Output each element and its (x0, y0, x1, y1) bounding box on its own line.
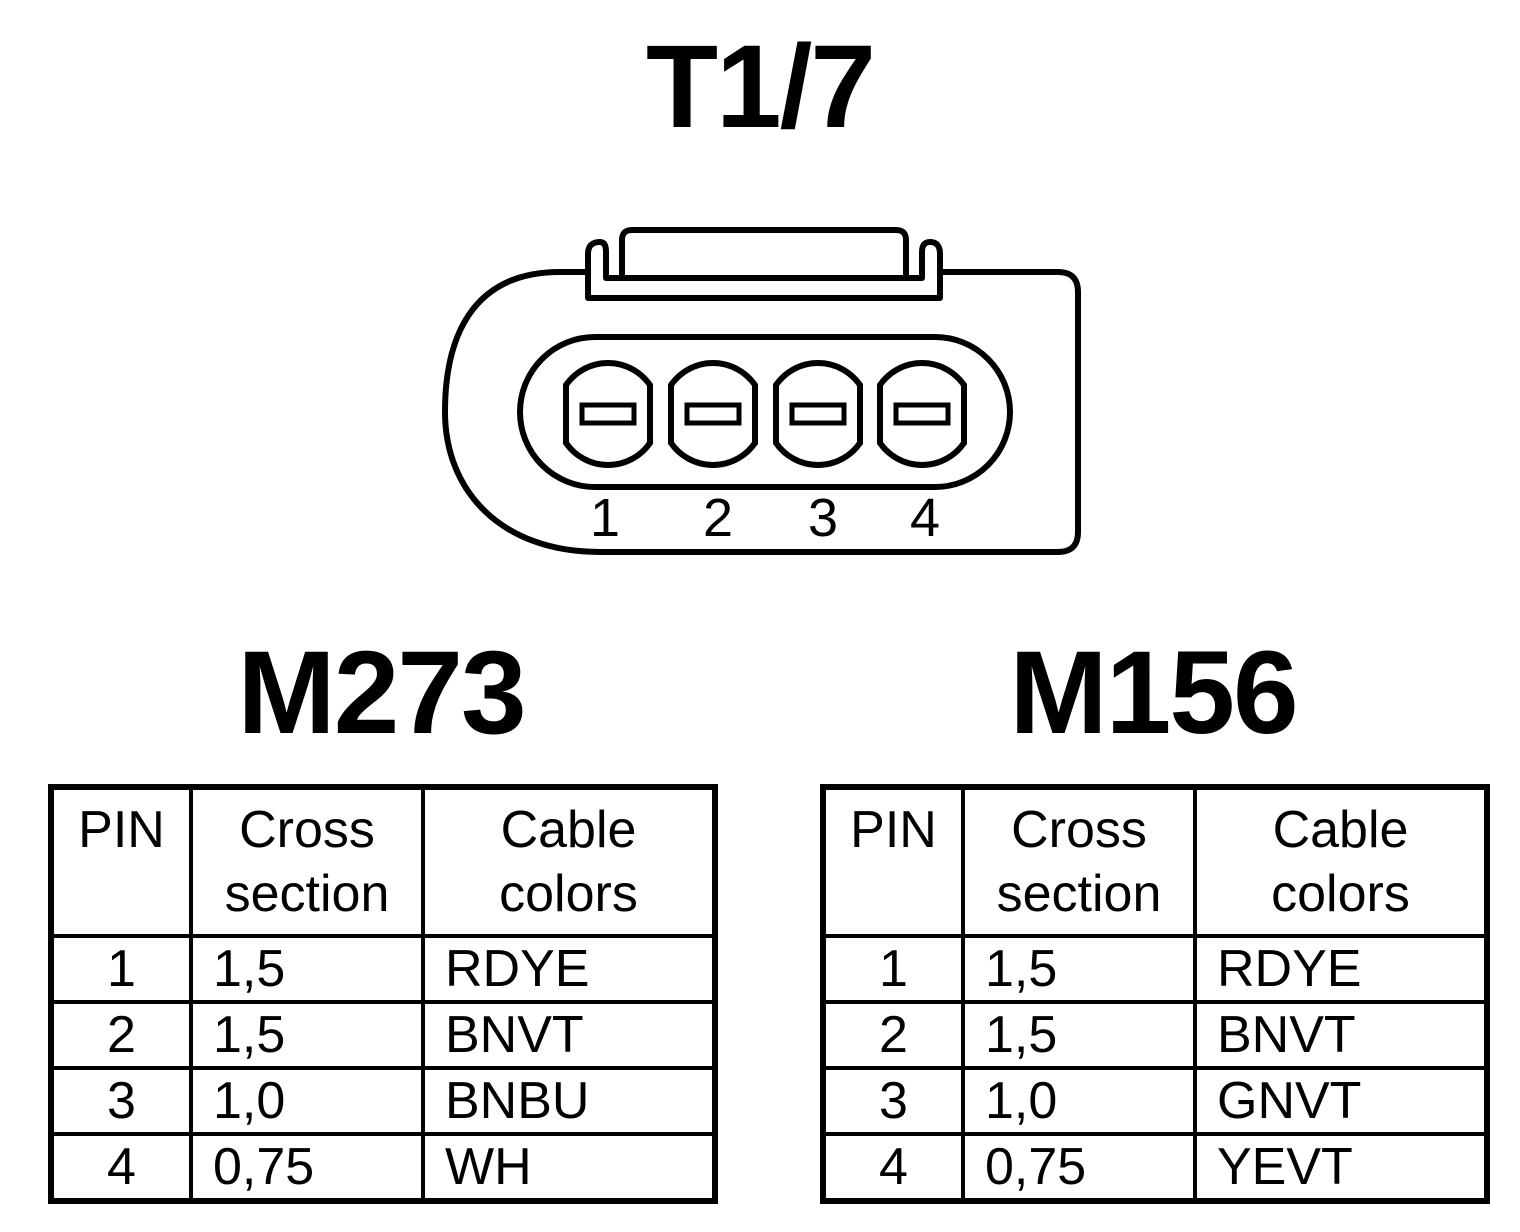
table-row: 2 1,5 BNVT (821, 1000, 1489, 1070)
m273-title: M273 (237, 627, 526, 759)
pin-blade-slot (684, 402, 742, 426)
connector-pin (563, 360, 653, 468)
cross-section-cell: 0,75 (189, 1132, 425, 1203)
table-header-row: PIN Cross section Cable colors (49, 785, 717, 938)
connector-pin (773, 360, 863, 468)
cable-color-cell: BNVT (421, 1000, 717, 1070)
table-header-row: PIN Cross section Cable colors (821, 785, 1489, 938)
cable-color-cell: RDYE (421, 934, 717, 1004)
pin-blade-slot (893, 402, 951, 426)
cable-color-cell: RDYE (1193, 934, 1489, 1004)
pin-header: PIN (821, 785, 965, 938)
pin-number-label: 2 (703, 488, 733, 548)
pin-number-label: 1 (590, 488, 620, 548)
connector-pin (668, 360, 758, 468)
connector-pin-labels: 1 2 3 4 (590, 488, 940, 548)
pin-socket (563, 360, 653, 468)
table-row: 3 1,0 BNBU (49, 1066, 717, 1136)
table-row: 1 1,5 RDYE (49, 934, 717, 1004)
cable-color-cell: GNVT (1193, 1066, 1489, 1136)
pin-header: PIN (49, 785, 193, 938)
cable-color-cell: BNBU (421, 1066, 717, 1136)
table-row: 4 0,75 YEVT (821, 1132, 1489, 1203)
cross-section-cell: 1,5 (961, 1000, 1197, 1070)
pin-cell: 3 (821, 1066, 965, 1136)
pin-socket (877, 360, 967, 468)
pin-cell: 1 (49, 934, 193, 1004)
cable-color-cell: WH (421, 1132, 717, 1203)
cross-section-cell: 1,5 (189, 934, 425, 1004)
m156-pin-table: PIN Cross section Cable colors 1 1,5 RDY… (820, 784, 1490, 1204)
cross-section-header: Cross section (961, 785, 1197, 938)
table-row: 3 1,0 GNVT (821, 1066, 1489, 1136)
connector-latch-bar (619, 227, 909, 278)
cable-colors-header: Cable colors (421, 785, 717, 938)
table-row: 1 1,5 RDYE (821, 934, 1489, 1004)
pin-socket (668, 360, 758, 468)
connector-diagram: 1 2 3 4 (442, 227, 1081, 555)
cross-section-cell: 1,5 (189, 1000, 425, 1070)
pin-blade-slot (789, 402, 847, 426)
pin-cell: 4 (49, 1132, 193, 1203)
cross-section-cell: 1,5 (961, 934, 1197, 1004)
cable-colors-header: Cable colors (1193, 785, 1489, 938)
pin-cell: 2 (49, 1000, 193, 1070)
pin-number-label: 4 (910, 488, 940, 548)
cross-section-cell: 1,0 (961, 1066, 1197, 1136)
table-row: 4 0,75 WH (49, 1132, 717, 1203)
connector-pin-cavity (517, 334, 1013, 490)
pin-cell: 1 (821, 934, 965, 1004)
cross-section-cell: 0,75 (961, 1132, 1197, 1203)
pin-cell: 2 (821, 1000, 965, 1070)
connector-pin (877, 360, 967, 468)
cross-section-header: Cross section (189, 785, 425, 938)
connector-latch-clip (585, 239, 943, 301)
m156-title: M156 (1009, 627, 1298, 759)
cable-color-cell: BNVT (1193, 1000, 1489, 1070)
m273-pin-table: PIN Cross section Cable colors 1 1,5 RDY… (48, 784, 718, 1204)
pin-number-label: 3 (808, 488, 838, 548)
cross-section-cell: 1,0 (189, 1066, 425, 1136)
pin-socket (773, 360, 863, 468)
connector-pins (563, 360, 967, 468)
cable-color-cell: YEVT (1193, 1132, 1489, 1203)
table-row: 2 1,5 BNVT (49, 1000, 717, 1070)
pin-blade-slot (579, 402, 637, 426)
pin-cell: 4 (821, 1132, 965, 1203)
connector-housing (442, 269, 1081, 555)
pin-cell: 3 (49, 1066, 193, 1136)
connector-title: T1/7 (645, 21, 876, 153)
